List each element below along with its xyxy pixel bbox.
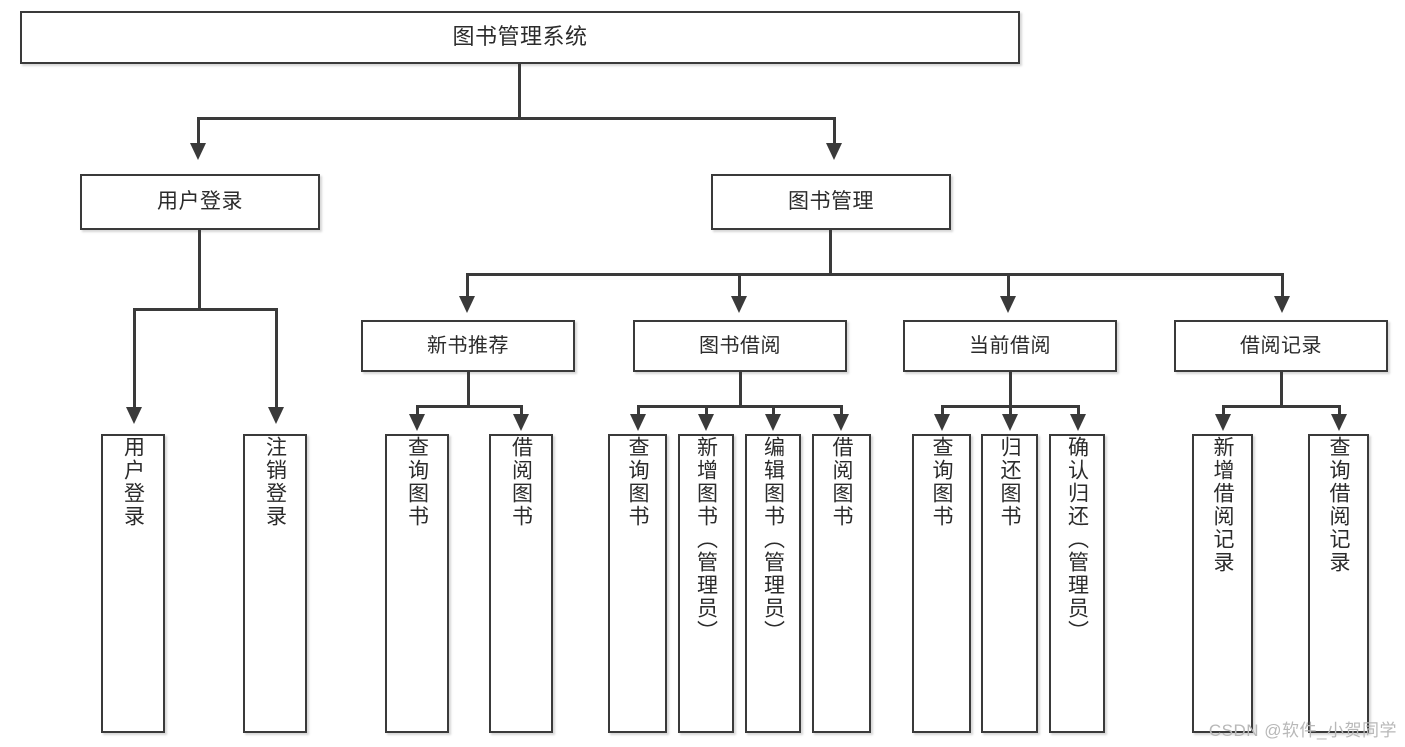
connector-book-management-stem xyxy=(829,230,832,275)
node-label: 图书借阅 xyxy=(699,334,781,357)
connector-new-book-to-leaf-2 xyxy=(520,405,523,417)
node-label: 用户登录 xyxy=(157,190,243,214)
node-new-book-recommend[interactable]: 新书推荐 xyxy=(361,320,575,372)
node-label: 借阅图书 xyxy=(830,436,853,528)
arrow-root-to-user-login xyxy=(190,143,206,160)
connector-root-bus xyxy=(197,117,836,120)
connector-new-book-bus xyxy=(416,405,523,408)
connector-bm-to-current-borrow xyxy=(1007,273,1010,300)
arrow-new-book-to-leaf-1 xyxy=(409,414,425,431)
leaf-query-book-2[interactable]: 查询图书 xyxy=(608,434,667,733)
leaf-return-book[interactable]: 归还图书 xyxy=(981,434,1038,733)
connector-cb-to-leaf-1 xyxy=(941,405,944,417)
connector-bm-to-new-book xyxy=(466,273,469,300)
leaf-query-book-1[interactable]: 查询图书 xyxy=(385,434,449,733)
connector-user-login-bus xyxy=(133,308,278,311)
leaf-query-borrow-record[interactable]: 查询借阅记录 xyxy=(1308,434,1369,733)
arrow-br-to-leaf-1 xyxy=(1215,414,1231,431)
arrow-br-to-leaf-2 xyxy=(1331,414,1347,431)
connector-borrow-record-bus xyxy=(1222,405,1339,408)
connector-borrow-record-stem xyxy=(1280,372,1283,407)
connector-user-login-to-leaf-2 xyxy=(275,308,278,411)
node-label: 新增图书（管理员） xyxy=(694,436,718,643)
arrow-bm-to-book-borrow xyxy=(731,296,747,313)
connector-bb-to-leaf-2 xyxy=(705,405,708,417)
node-label: 查询图书 xyxy=(626,436,649,528)
connector-user-login-stem xyxy=(198,230,201,310)
node-book-management-system[interactable]: 图书管理系统 xyxy=(20,11,1020,64)
node-label: 借阅图书 xyxy=(509,436,533,528)
node-label: 新增借阅记录 xyxy=(1211,436,1234,574)
arrow-user-login-to-leaf-1 xyxy=(126,407,142,424)
node-label: 查询借阅记录 xyxy=(1327,436,1350,574)
leaf-confirm-return-admin[interactable]: 确认归还（管理员） xyxy=(1049,434,1105,733)
node-label: 借阅记录 xyxy=(1240,334,1322,357)
node-label: 注销登录 xyxy=(263,436,287,528)
connector-bm-to-borrow-record xyxy=(1281,273,1284,300)
leaf-borrow-book-2[interactable]: 借阅图书 xyxy=(812,434,871,733)
node-label: 新书推荐 xyxy=(427,334,509,357)
connector-bb-to-leaf-1 xyxy=(637,405,640,417)
node-label: 图书管理系统 xyxy=(452,24,588,50)
node-borrow-record[interactable]: 借阅记录 xyxy=(1174,320,1388,372)
connector-root-to-user-login xyxy=(197,117,200,147)
arrow-user-login-to-leaf-2 xyxy=(268,407,284,424)
connector-new-book-to-leaf-1 xyxy=(416,405,419,417)
connector-book-borrow-bus xyxy=(637,405,842,408)
connector-user-login-to-leaf-1 xyxy=(133,308,136,411)
arrow-bm-to-current-borrow xyxy=(1000,296,1016,313)
arrow-bm-to-borrow-record xyxy=(1274,296,1290,313)
arrow-new-book-to-leaf-2 xyxy=(513,414,529,431)
leaf-user-login[interactable]: 用户登录 xyxy=(101,434,165,733)
connector-current-borrow-stem xyxy=(1009,372,1012,407)
leaf-edit-book-admin[interactable]: 编辑图书（管理员） xyxy=(745,434,801,733)
connector-cb-to-leaf-2 xyxy=(1009,405,1012,417)
node-current-borrow[interactable]: 当前借阅 xyxy=(903,320,1117,372)
arrow-bb-to-leaf-1 xyxy=(630,414,646,431)
leaf-add-book-admin[interactable]: 新增图书（管理员） xyxy=(678,434,734,733)
connector-root-stem xyxy=(518,64,521,119)
connector-br-to-leaf-2 xyxy=(1338,405,1341,417)
leaf-logout-login[interactable]: 注销登录 xyxy=(243,434,307,733)
connector-bb-to-leaf-3 xyxy=(772,405,775,417)
node-label: 当前借阅 xyxy=(969,334,1051,357)
arrow-cb-to-leaf-2 xyxy=(1002,414,1018,431)
arrow-root-to-book-management xyxy=(826,143,842,160)
node-user-login[interactable]: 用户登录 xyxy=(80,174,320,230)
node-label: 用户登录 xyxy=(121,436,145,528)
node-label: 编辑图书（管理员） xyxy=(761,436,785,643)
node-book-management[interactable]: 图书管理 xyxy=(711,174,951,230)
arrow-bb-to-leaf-3 xyxy=(765,414,781,431)
connector-new-book-stem xyxy=(467,372,470,407)
node-label: 确认归还（管理员） xyxy=(1065,436,1089,643)
node-label: 归还图书 xyxy=(998,436,1021,528)
connector-cb-to-leaf-3 xyxy=(1077,405,1080,417)
arrow-cb-to-leaf-1 xyxy=(934,414,950,431)
leaf-add-borrow-record[interactable]: 新增借阅记录 xyxy=(1192,434,1253,733)
arrow-bb-to-leaf-4 xyxy=(833,414,849,431)
arrow-bb-to-leaf-2 xyxy=(698,414,714,431)
leaf-borrow-book-1[interactable]: 借阅图书 xyxy=(489,434,553,733)
connector-bb-to-leaf-4 xyxy=(840,405,843,417)
connector-book-borrow-stem xyxy=(739,372,742,407)
connector-bm-to-book-borrow xyxy=(738,273,741,300)
arrow-bm-to-new-book xyxy=(459,296,475,313)
connector-book-management-bus xyxy=(466,273,1284,276)
connector-br-to-leaf-1 xyxy=(1222,405,1225,417)
node-label: 查询图书 xyxy=(405,436,429,528)
connector-root-to-book-management xyxy=(833,117,836,147)
node-label: 查询图书 xyxy=(930,436,953,528)
arrow-cb-to-leaf-3 xyxy=(1070,414,1086,431)
node-label: 图书管理 xyxy=(788,190,874,214)
leaf-query-book-3[interactable]: 查询图书 xyxy=(912,434,971,733)
node-book-borrow[interactable]: 图书借阅 xyxy=(633,320,847,372)
csdn-watermark: CSDN @软件_小贺同学 xyxy=(1208,721,1397,740)
